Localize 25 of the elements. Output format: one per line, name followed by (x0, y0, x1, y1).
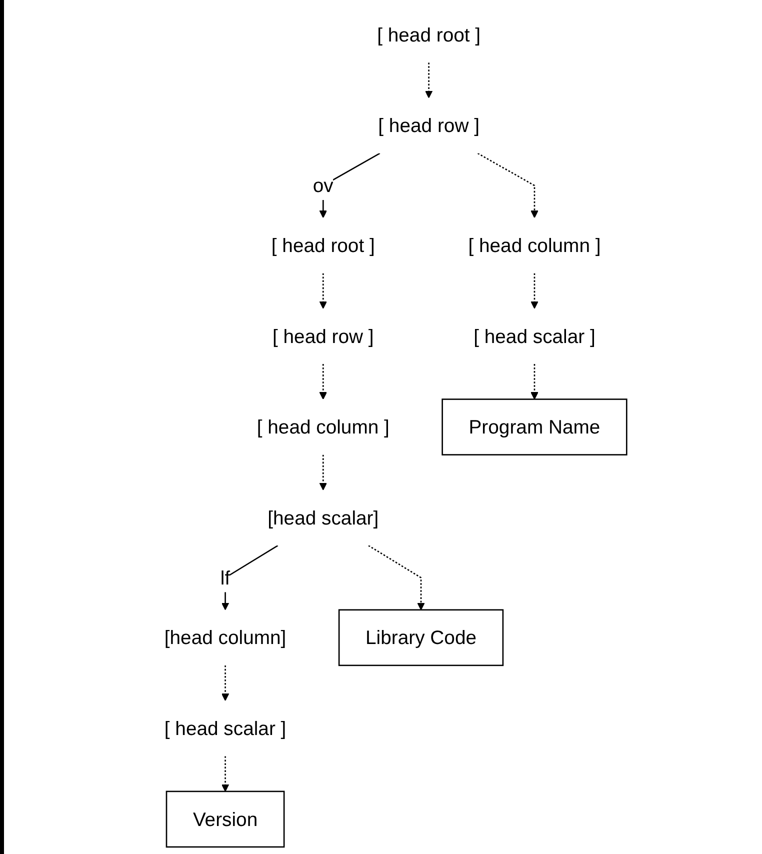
arrow (531, 364, 539, 400)
node-box: Program Name (442, 398, 628, 456)
node-text: [ head row ] (378, 114, 480, 137)
arrow (425, 62, 434, 98)
arrow (368, 544, 426, 610)
node-text: [ head scalar ] (164, 717, 287, 740)
edge-label: lf (220, 566, 231, 589)
arrow (531, 273, 539, 309)
edge-label: ov (313, 174, 334, 197)
arrow (478, 152, 539, 218)
node-text: [ head column ] (257, 416, 390, 438)
node-text: [ head row ] (272, 325, 374, 348)
arrow (320, 364, 328, 400)
node-box: Library Code (338, 609, 504, 666)
arrow (320, 454, 328, 490)
node-text: [head column] (164, 626, 287, 649)
node-text: [head scalar] (268, 506, 380, 529)
arrow (222, 756, 230, 792)
arrow (320, 273, 328, 309)
arrow (222, 665, 230, 701)
node-text: [ head root ] (377, 24, 481, 46)
node-text: [ head column ] (468, 234, 602, 256)
node-box: Version (166, 790, 286, 848)
node-text: [ head scalar ] (474, 325, 596, 348)
node-text: [ head root ] (272, 234, 376, 256)
